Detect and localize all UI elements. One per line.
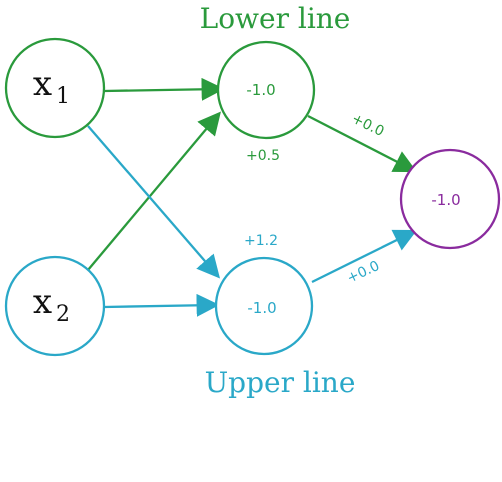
svg-text:x: x (33, 282, 52, 322)
output-value: -1.0 (431, 191, 460, 209)
lower-hidden-value: -1.0 (246, 81, 275, 99)
input-x1-label: x (33, 64, 52, 104)
edge-lower-hidden-to-output (307, 114, 418, 173)
edge-x2-to-upper-hidden (103, 293, 220, 317)
edge-upper-hidden-to-output (311, 229, 418, 284)
svg-text:x: x (33, 64, 52, 104)
upper-hidden-node: -1.0 (214, 256, 314, 356)
svg-text:1: 1 (56, 84, 70, 109)
lower-line-title: Lower line (200, 2, 351, 35)
upper-line-title: Upper line (205, 366, 356, 399)
input-x2-label: x (33, 282, 52, 322)
input-x2-subscript: 2 (56, 302, 70, 327)
lower-to-output-weight: +0.0 (349, 111, 387, 140)
lower-hidden-bias: +0.5 (246, 148, 280, 164)
edge-x2-to-lower-hidden (87, 111, 221, 271)
input-node-x2: x 2 (4, 255, 106, 357)
input-x1-subscript: 1 (56, 84, 70, 109)
output-node: -1.0 (399, 148, 501, 250)
lower-hidden-node: -1.0 (216, 40, 316, 140)
svg-text:2: 2 (56, 302, 70, 327)
edge-x1-to-upper-hidden (87, 125, 221, 279)
input-node-x1: x 1 (4, 37, 106, 139)
upper-hidden-value: -1.0 (247, 299, 276, 317)
edge-x1-to-lower-hidden (103, 77, 225, 101)
upper-hidden-bias: +1.2 (244, 233, 278, 249)
